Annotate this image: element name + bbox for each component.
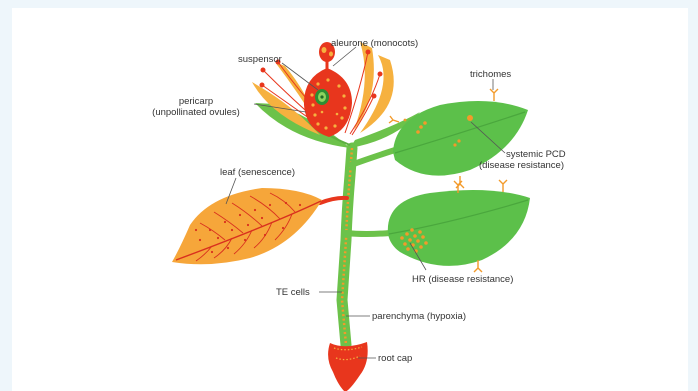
label-root-cap: root cap <box>378 353 412 364</box>
label-systemic-pcd-detail: (disease resistance) <box>479 160 564 171</box>
label-te-cells: TE cells <box>276 287 310 298</box>
root-cap-icon <box>328 342 368 391</box>
label-pericarp: pericarp <box>179 96 213 107</box>
label-parenchyma: parenchyma (hypoxia) <box>372 311 466 322</box>
label-trichomes: trichomes <box>470 69 511 80</box>
label-suspensor: suspensor <box>238 54 282 65</box>
leaf-icon <box>388 190 530 266</box>
label-leaf-senescence: leaf (senescence) <box>220 167 295 178</box>
senescent-leaf-icon <box>172 188 322 264</box>
label-aleurone: aleurone (monocots) <box>331 38 418 49</box>
label-hr: HR (disease resistance) <box>412 274 513 285</box>
label-pericarp-detail: (unpollinated ovules) <box>152 107 240 118</box>
label-systemic-pcd: systemic PCD <box>506 149 566 160</box>
